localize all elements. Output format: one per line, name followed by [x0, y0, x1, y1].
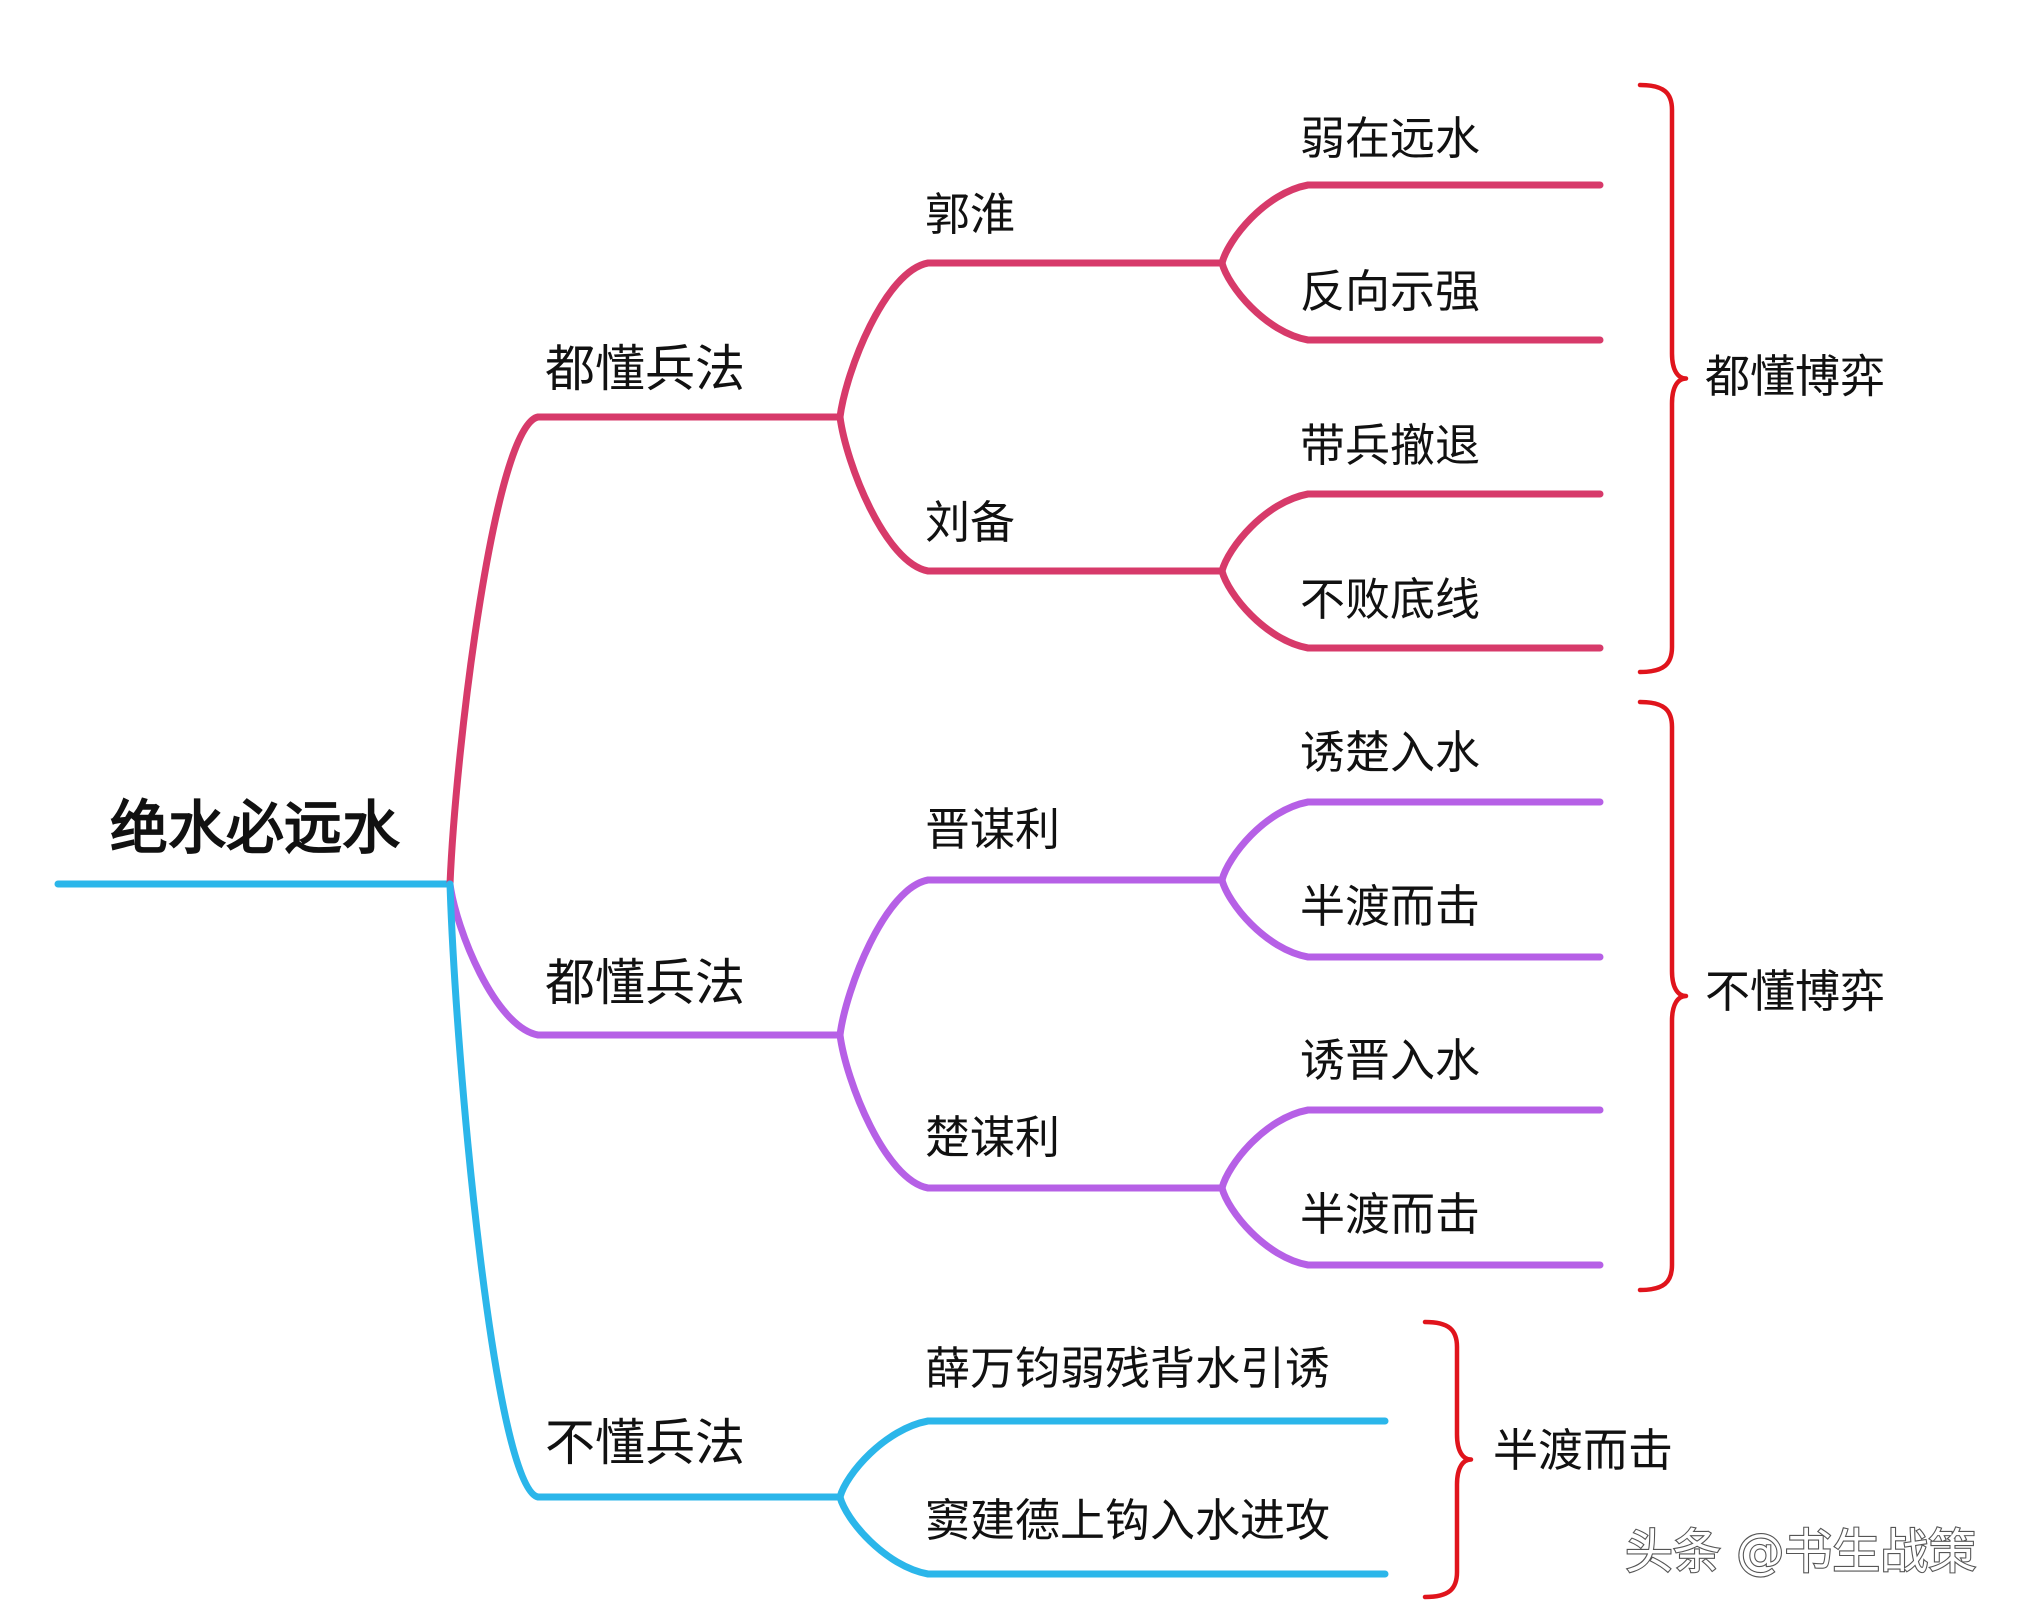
node-1-line — [836, 259, 1226, 421]
branch-2-line — [446, 880, 844, 1039]
leaf-7-line — [1218, 1106, 1604, 1192]
leaf-5-line — [1218, 798, 1604, 884]
node-2-line — [836, 413, 1226, 575]
node-chu-label: 楚谋利 — [925, 1111, 1060, 1164]
branch-2-label: 都懂兵法 — [545, 954, 745, 1012]
branch-1-line — [446, 413, 844, 888]
node-6-line — [836, 1493, 1389, 1578]
leaf-8-label: 半渡而击 — [1300, 1188, 1480, 1241]
branch-1-label: 都懂兵法 — [545, 340, 745, 398]
node-liubei-label: 刘备 — [925, 496, 1015, 549]
leaf-2-line — [1218, 259, 1604, 344]
brace-group — [1422, 82, 1689, 1600]
branch-3-line — [446, 880, 844, 1501]
node-jin-label: 晋谋利 — [925, 803, 1060, 856]
brace-2-label: 不懂博弈 — [1705, 965, 1885, 1018]
brace-1 — [1637, 82, 1689, 675]
branch-lines — [54, 181, 1604, 1578]
leaf-7-label: 诱晋入水 — [1300, 1034, 1480, 1087]
branch-3-label: 不懂兵法 — [545, 1414, 745, 1472]
leaf-8-line — [1218, 1184, 1604, 1269]
brace-1-label: 都懂博弈 — [1705, 350, 1885, 403]
node-guohuai-label: 郭淮 — [925, 188, 1015, 241]
leaf-4-line — [1218, 567, 1604, 652]
leaf-1-line — [1218, 181, 1604, 267]
watermark: 头条 @书生战策 — [1625, 1524, 1976, 1580]
node-5-line — [836, 1417, 1389, 1501]
brace-3 — [1422, 1319, 1474, 1600]
leaf-2-label: 反向示强 — [1300, 265, 1480, 318]
leaf-3-line — [1218, 490, 1604, 575]
root-label: 绝水必远水 — [110, 794, 401, 862]
brace-2 — [1637, 699, 1689, 1293]
brace-3-label: 半渡而击 — [1493, 1424, 1673, 1477]
leaf-6-line — [1218, 876, 1604, 961]
node-4-line — [836, 1031, 1226, 1192]
node-dou-label: 窦建德上钩入水进攻 — [925, 1494, 1330, 1547]
leaf-4-label: 不败底线 — [1300, 573, 1480, 626]
leaf-3-label: 带兵撤退 — [1300, 419, 1480, 472]
node-3-line — [836, 876, 1226, 1039]
leaf-5-label: 诱楚入水 — [1300, 726, 1480, 779]
leaf-1-label: 弱在远水 — [1300, 112, 1480, 165]
node-xue-label: 薛万钧弱残背水引诱 — [925, 1342, 1330, 1395]
leaf-6-label: 半渡而击 — [1300, 880, 1480, 933]
